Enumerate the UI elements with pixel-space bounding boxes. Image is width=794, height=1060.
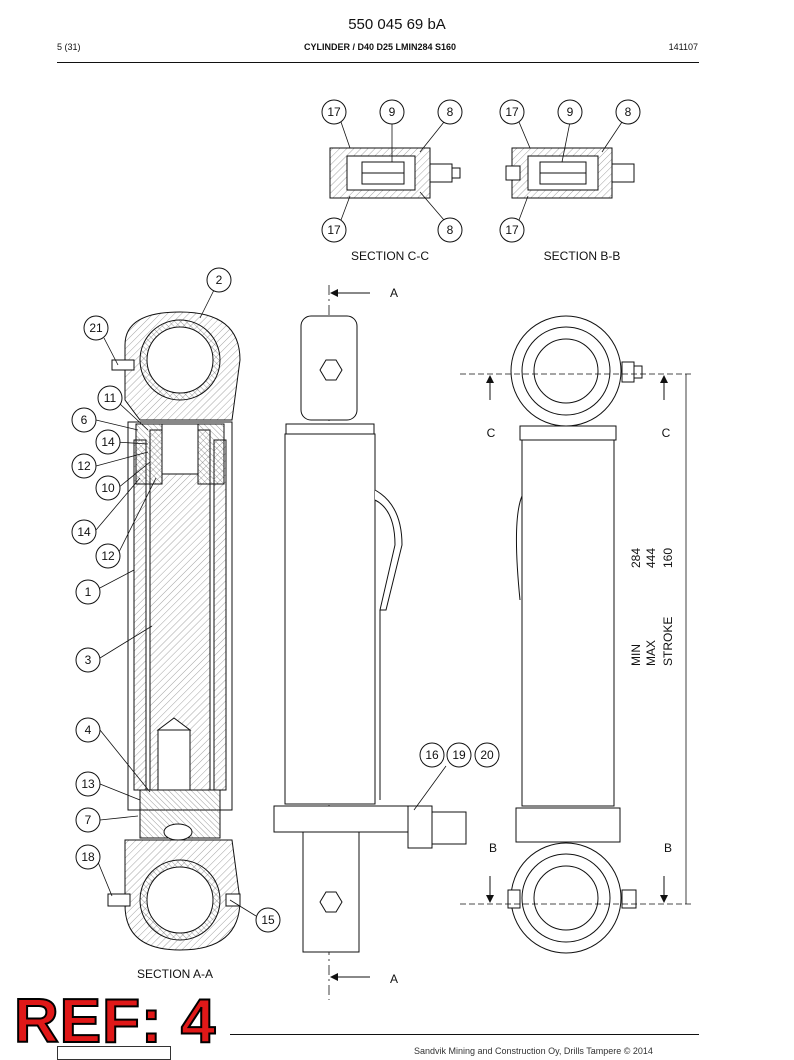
callout-9: 9 — [389, 105, 396, 119]
dim-min-label: MIN — [629, 644, 643, 666]
callout-12: 12 — [101, 549, 115, 563]
callout-8: 8 — [625, 105, 632, 119]
callout-14: 14 — [101, 435, 115, 449]
callout-8: 8 — [447, 223, 454, 237]
document-code: 141107 — [668, 42, 698, 52]
page-number: 5 (31) — [57, 42, 81, 52]
section-bb-view — [505, 147, 635, 199]
marker-a-top: A — [390, 286, 398, 300]
section-bb-label: SECTION B-B — [544, 249, 621, 263]
footer-rule — [230, 1034, 699, 1035]
callout-17: 17 — [505, 105, 519, 119]
callout-7: 7 — [85, 813, 92, 827]
section-aa-view — [107, 311, 241, 951]
front-view — [460, 315, 692, 954]
part-number: 550 045 69 bA — [348, 16, 446, 33]
callout-17: 17 — [327, 105, 341, 119]
footer-copyright: Sandvik Mining and Construction Oy, Dril… — [414, 1046, 653, 1056]
callout-6: 6 — [81, 413, 88, 427]
callout-18: 18 — [81, 850, 95, 864]
dim-max-label: MAX — [644, 640, 658, 666]
leader-lines — [95, 121, 623, 917]
marker-b-right: B — [664, 841, 672, 855]
dim-min-value: 284 — [629, 548, 643, 568]
dim-max-value: 444 — [644, 548, 658, 568]
dim-stroke-label: STROKE — [661, 617, 675, 666]
callout-3: 3 — [85, 653, 92, 667]
marker-a-bottom: A — [390, 972, 398, 986]
callout-2: 2 — [216, 273, 223, 287]
callout-17: 17 — [505, 223, 519, 237]
section-aa-label: SECTION A-A — [137, 967, 213, 981]
callout-20: 20 — [480, 748, 494, 762]
side-view — [273, 285, 467, 1000]
drawing-title: CYLINDER / D40 D25 LMIN284 S160 — [303, 42, 457, 52]
marker-c-right: C — [662, 426, 671, 440]
callout-10: 10 — [101, 481, 115, 495]
callout-4: 4 — [85, 723, 92, 737]
dim-stroke-value: 160 — [661, 548, 675, 568]
ref-stamp: REF: 4 — [13, 986, 217, 1057]
callout-bubbles — [71, 99, 641, 933]
callout-11: 11 — [104, 391, 117, 405]
callout-17: 17 — [327, 223, 341, 237]
callout-19: 19 — [452, 748, 466, 762]
callout-13: 13 — [81, 777, 95, 791]
section-cc-view — [329, 147, 461, 199]
callout-16: 16 — [425, 748, 439, 762]
callout-9: 9 — [567, 105, 574, 119]
header-rule — [57, 62, 699, 63]
marker-b-left: B — [489, 841, 497, 855]
callout-15: 15 — [261, 913, 275, 927]
section-cc-label: SECTION C-C — [351, 249, 429, 263]
marker-c-left: C — [487, 426, 496, 440]
callout-8: 8 — [447, 105, 454, 119]
callout-14: 14 — [77, 525, 91, 539]
callout-1: 1 — [85, 585, 92, 599]
callout-21: 21 — [89, 321, 103, 335]
callout-12: 12 — [77, 459, 91, 473]
